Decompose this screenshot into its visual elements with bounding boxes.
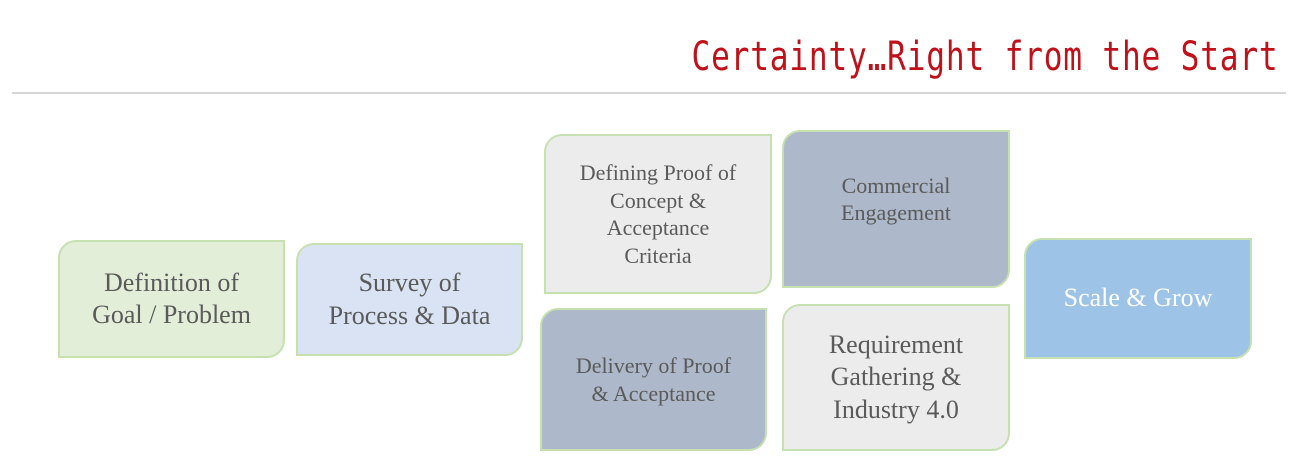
step-definition-of-goal: Definition of Goal / Problem <box>58 240 285 358</box>
step-label: Commercial Engagement <box>841 172 951 226</box>
step-label: Requirement Gathering & Industry 4.0 <box>828 329 964 424</box>
step-delivery-of-proof: Delivery of Proof & Acceptance <box>540 308 767 451</box>
step-requirement-gathering: Requirement Gathering & Industry 4.0 <box>782 304 1010 451</box>
step-label: Scale & Grow <box>1063 283 1213 313</box>
step-commercial-engagement: Commercial Engagement <box>782 130 1010 288</box>
title-divider <box>12 92 1286 94</box>
step-label: Survey of Process & Data <box>328 268 491 330</box>
step-label: Definition of Goal / Problem <box>92 267 251 330</box>
step-defining-proof-of-concept: Defining Proof of Concept & Acceptance C… <box>544 134 772 294</box>
step-label: Delivery of Proof & Acceptance <box>575 353 732 406</box>
step-survey-of-process: Survey of Process & Data <box>296 243 523 356</box>
page-title: Certainty…Right from the Start <box>691 34 1278 80</box>
step-label: Defining Proof of Concept & Acceptance C… <box>579 160 737 268</box>
step-scale-and-grow: Scale & Grow <box>1024 238 1252 359</box>
